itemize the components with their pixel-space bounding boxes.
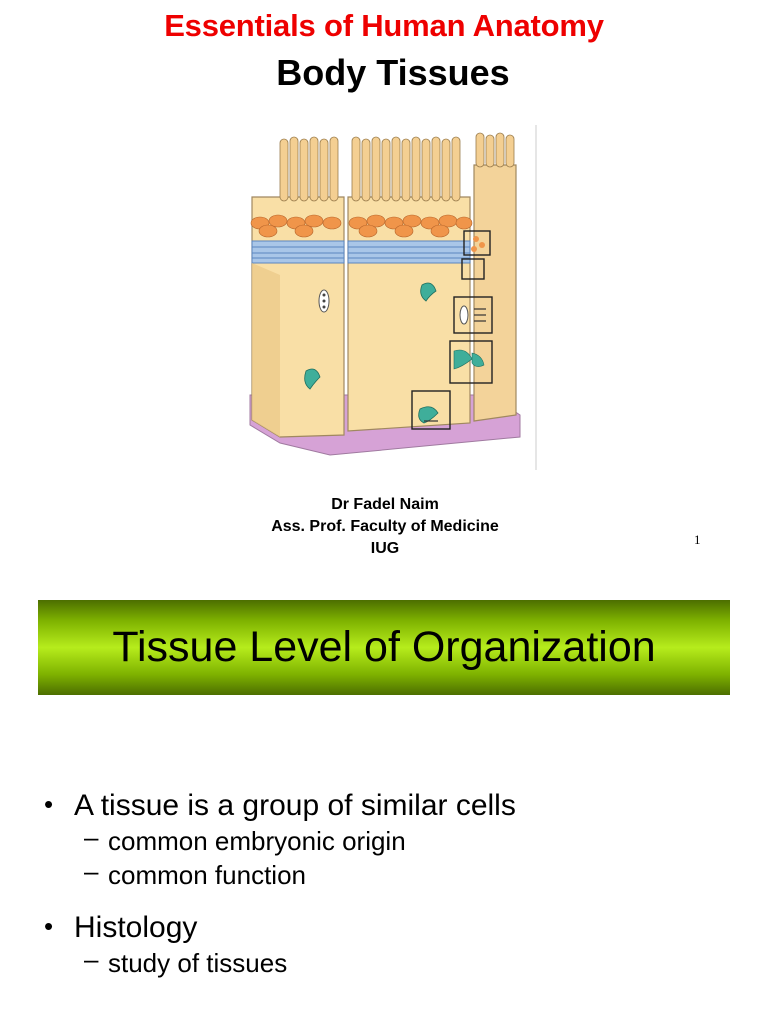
dash-icon: – <box>84 944 99 974</box>
bullet-dot-icon: • <box>44 911 54 941</box>
bullet-text: A tissue is a group of similar cells <box>74 789 516 822</box>
dash-icon: – <box>84 856 99 886</box>
sub-bullet-text: study of tissues <box>108 948 288 978</box>
sub-bullet-item: – study of tissues <box>40 944 740 980</box>
bullet-dot-icon: • <box>44 789 54 819</box>
course-title: Essentials of Human Anatomy <box>164 8 604 43</box>
bullet-text: Histology <box>74 911 198 944</box>
sub-bullet-text: common function <box>108 860 306 890</box>
lecture-title: Body Tissues <box>276 52 510 93</box>
bullet-item: • A tissue is a group of similar cells <box>40 788 740 824</box>
sub-bullet-text: common embryonic origin <box>108 826 406 856</box>
page-number: 1 <box>694 532 701 547</box>
author-name: Dr Fadel Naim <box>331 496 439 513</box>
title-slide: Essentials of Human Anatomy Body Tissues <box>164 8 701 560</box>
dash-icon: – <box>84 822 99 852</box>
slide-title: Tissue Level of Organization <box>112 623 656 671</box>
sub-bullet-item: – common function <box>40 856 740 892</box>
author-institution: IUG <box>370 540 400 557</box>
slide-title-band: Tissue Level of Organization <box>38 600 730 695</box>
author-block: Dr Fadel Naim Ass. Prof. Faculty of Medi… <box>230 494 540 560</box>
author-position: Ass. Prof. Faculty of Medicine <box>271 518 499 535</box>
bullet-list: • A tissue is a group of similar cells –… <box>40 788 740 980</box>
epithelial-cell-illustration <box>240 125 540 470</box>
bullet-item: • Histology <box>40 910 740 946</box>
sub-bullet-item: – common embryonic origin <box>40 822 740 858</box>
